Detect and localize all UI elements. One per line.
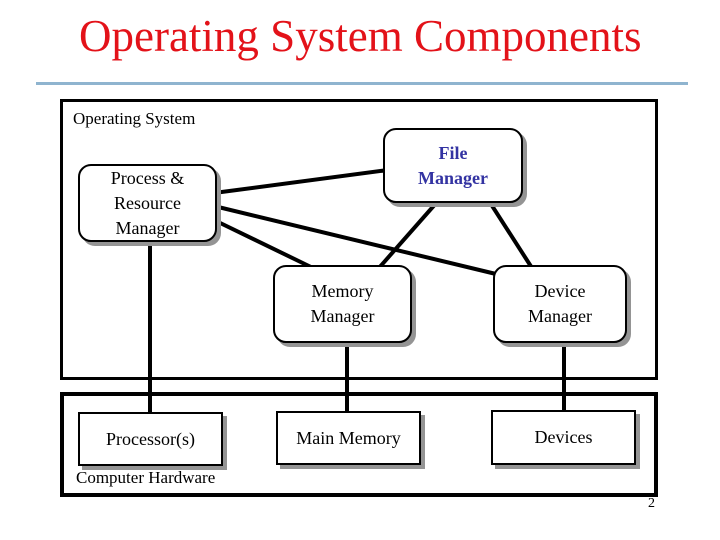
- node-device-manager: Device Manager: [493, 265, 627, 343]
- node-file-manager: File Manager: [383, 128, 523, 203]
- operating-system-container-box: [60, 99, 658, 380]
- node-label-line: Main Memory: [296, 427, 401, 448]
- computer-hardware-label: Computer Hardware: [76, 468, 216, 487]
- node-process-resource-manager: Process & Resource Manager: [78, 164, 217, 242]
- node-label-line: Processor(s): [106, 428, 195, 449]
- node-label-line: Resource: [114, 192, 181, 213]
- edge-process-memory: [213, 218, 314, 270]
- edge-process-device: [213, 204, 497, 276]
- node-label-line: Manager: [418, 167, 488, 188]
- node-label-line: File: [438, 142, 468, 163]
- node-label-line: Device: [534, 281, 586, 301]
- node-main-memory: Main Memory: [276, 411, 421, 465]
- edge-file-memory: [376, 199, 440, 271]
- title-divider-rule: [36, 82, 688, 85]
- node-label-line: Process &: [110, 167, 185, 188]
- node-memory-manager: Memory Manager: [273, 265, 412, 343]
- node-label-line: Manager: [115, 217, 180, 238]
- edge-process-file: [213, 168, 389, 195]
- node-label-line: Manager: [528, 306, 592, 326]
- slide-title: Operating System Components: [79, 11, 642, 61]
- operating-system-label: Operating System: [73, 109, 196, 128]
- page-number: 2: [648, 496, 655, 511]
- node-processors: Processor(s): [78, 412, 223, 466]
- node-label-line: Manager: [310, 306, 375, 326]
- edge-file-device: [487, 199, 534, 270]
- node-label-line: Devices: [534, 427, 593, 447]
- node-devices: Devices: [491, 410, 636, 465]
- node-label-line: Memory: [311, 281, 374, 301]
- computer-hardware-container-box: [60, 392, 658, 497]
